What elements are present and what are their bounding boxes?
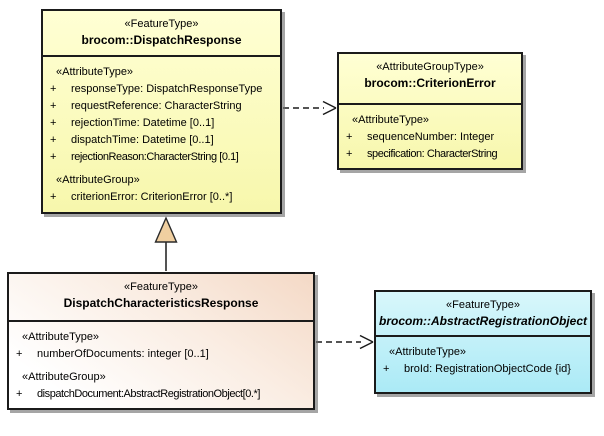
- class-title: «AttributeGroupType» brocom::CriterionEr…: [339, 54, 521, 105]
- class-name: brocom::AbstractRegistrationObject: [378, 314, 588, 328]
- visibility-sign: +: [16, 348, 23, 360]
- attribute-row: + responseType: DispatchResponseType: [43, 81, 280, 98]
- visibility-sign: +: [346, 131, 353, 143]
- dependency-connector-abstract-registration[interactable]: [316, 334, 374, 350]
- class-box-dispatch-response[interactable]: «FeatureType» brocom::DispatchResponse «…: [41, 9, 282, 214]
- section-header: «AttributeType»: [22, 331, 100, 343]
- section-header: «AttributeType»: [352, 114, 430, 126]
- class-stereotype: «FeatureType»: [124, 281, 198, 293]
- visibility-sign: +: [16, 388, 22, 400]
- attribute-text: specification: CharacterString: [367, 148, 498, 160]
- generalization-triangle-icon: [154, 216, 178, 243]
- visibility-sign: +: [50, 134, 57, 146]
- attribute-text: criterionError: CriterionError [0..*]: [71, 191, 233, 203]
- section-header: «AttributeGroup»: [56, 174, 140, 186]
- class-stereotype: «FeatureType»: [124, 18, 199, 30]
- class-title: «FeatureType» DispatchCharacteristicsRes…: [9, 274, 313, 322]
- dependency-connector-criterion-error[interactable]: [283, 100, 337, 116]
- class-title: «FeatureType» brocom::AbstractRegistrati…: [376, 292, 590, 337]
- class-name: brocom::CriterionError: [364, 76, 496, 90]
- class-attribute-compartment: «AttributeType» + broId: RegistrationObj…: [376, 337, 590, 378]
- attribute-row: + sequenceNumber: Integer: [339, 129, 521, 146]
- class-attribute-compartment: «AttributeType» + responseType: Dispatch…: [43, 57, 280, 206]
- class-box-dispatch-characteristics-response[interactable]: «FeatureType» DispatchCharacteristicsRes…: [7, 272, 315, 410]
- generalization-connector[interactable]: [154, 216, 178, 271]
- attribute-text: dispatchDocument:AbstractRegistrationObj…: [37, 388, 260, 400]
- class-stereotype: «AttributeGroupType»: [376, 61, 484, 73]
- attribute-row: + rejectionTime: Datetime [0..1]: [43, 115, 280, 132]
- attribute-row: + requestReference: CharacterString: [43, 98, 280, 115]
- class-box-abstract-registration-object[interactable]: «FeatureType» brocom::AbstractRegistrati…: [374, 290, 592, 394]
- attribute-row: + criterionError: CriterionError [0..*]: [43, 189, 280, 206]
- class-attribute-compartment: «AttributeType» + sequenceNumber: Intege…: [339, 105, 521, 163]
- visibility-sign: +: [50, 117, 57, 129]
- attribute-text: rejectionReason:CharacterString [0.1]: [71, 151, 239, 163]
- attribute-row: + numberOfDocuments: integer [0..1]: [9, 346, 313, 363]
- attribute-text: rejectionTime: Datetime [0..1]: [71, 117, 215, 129]
- visibility-sign: +: [50, 151, 56, 163]
- class-name: DispatchCharacteristicsResponse: [63, 296, 259, 310]
- attribute-row: + rejectionReason:CharacterString [0.1]: [43, 149, 280, 166]
- class-attribute-compartment: «AttributeType» + numberOfDocuments: int…: [9, 322, 313, 403]
- visibility-sign: +: [50, 83, 57, 95]
- class-stereotype: «FeatureType»: [446, 299, 520, 311]
- open-arrowhead-icon: [359, 334, 374, 350]
- class-name: brocom::DispatchResponse: [81, 33, 242, 47]
- attribute-row: + dispatchDocument:AbstractRegistrationO…: [9, 386, 313, 403]
- visibility-sign: +: [50, 191, 57, 203]
- attribute-text: broId: RegistrationObjectCode {id}: [404, 363, 571, 375]
- class-title: «FeatureType» brocom::DispatchResponse: [43, 11, 280, 57]
- open-arrowhead-icon: [322, 100, 337, 116]
- visibility-sign: +: [346, 148, 352, 160]
- attribute-text: requestReference: CharacterString: [71, 100, 242, 112]
- class-box-criterion-error[interactable]: «AttributeGroupType» brocom::CriterionEr…: [337, 52, 523, 170]
- attribute-text: dispatchTime: Datetime [0..1]: [71, 134, 214, 146]
- attribute-text: responseType: DispatchResponseType: [71, 83, 263, 95]
- attribute-row: + specification: CharacterString: [339, 146, 521, 163]
- attribute-row: + broId: RegistrationObjectCode {id}: [376, 361, 590, 378]
- attribute-text: numberOfDocuments: integer [0..1]: [37, 348, 209, 360]
- visibility-sign: +: [383, 363, 390, 375]
- section-header: «AttributeGroup»: [22, 371, 106, 383]
- attribute-text: sequenceNumber: Integer: [367, 131, 495, 143]
- visibility-sign: +: [50, 100, 57, 112]
- attribute-row: + dispatchTime: Datetime [0..1]: [43, 132, 280, 149]
- section-header: «AttributeType»: [389, 346, 467, 358]
- section-header: «AttributeType»: [56, 66, 134, 78]
